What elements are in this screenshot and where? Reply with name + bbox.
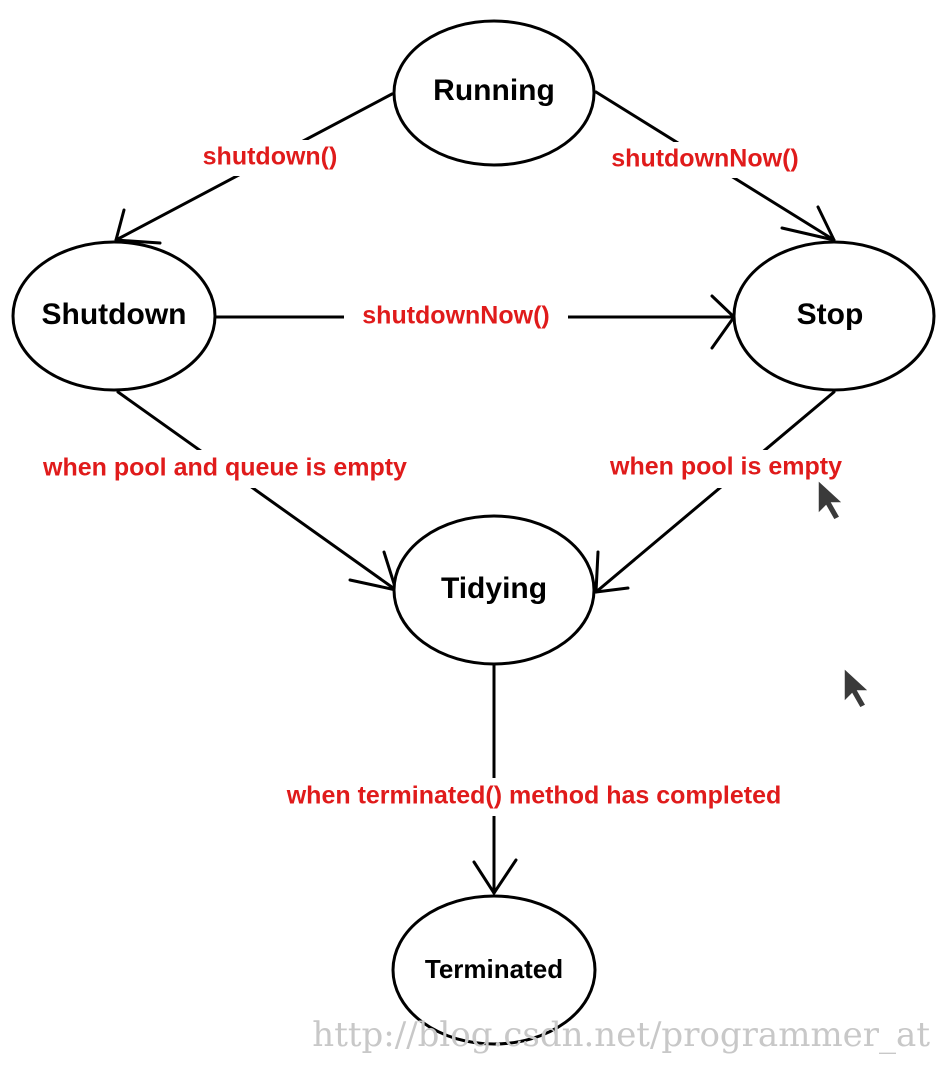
- arrowhead-icon: [710, 294, 736, 350]
- edge-label-shutdown-to-stop: shutdownNow(): [344, 298, 568, 336]
- edge-label-stop-to-tidying: when pool is empty: [592, 450, 860, 488]
- state-label: Tidying: [441, 572, 547, 605]
- edge-label: shutdown(): [203, 143, 338, 171]
- state-label: Stop: [797, 298, 864, 331]
- state-label: Terminated: [425, 954, 563, 984]
- edge-label-shutdown-to-tidying: when pool and queue is empty: [18, 450, 434, 488]
- edge-label: when pool is empty: [609, 453, 842, 481]
- state-node-shutdown: Shutdown: [11, 240, 217, 392]
- edge-label-running-to-shutdown: shutdown(): [192, 140, 352, 176]
- edge-label: shutdownNow(): [611, 145, 798, 173]
- state-label: Shutdown: [42, 298, 187, 331]
- state-label: Running: [433, 74, 555, 107]
- arrowhead-icon: [594, 550, 630, 594]
- state-node-running: Running: [392, 19, 596, 167]
- watermark-text: http://blog.csdn.net/programmer_at: [312, 1015, 930, 1055]
- edge-label: shutdownNow(): [362, 302, 549, 330]
- arrowhead-icon: [114, 208, 162, 245]
- mouse-cursor-icon: [817, 478, 845, 521]
- state-node-tidying: Tidying: [392, 514, 596, 666]
- edge-shutdown-to-tidying: [116, 390, 398, 592]
- edge-stop-to-tidying: [594, 390, 836, 594]
- state-node-terminated: Terminated: [391, 894, 597, 1046]
- arrowhead-icon: [472, 858, 518, 895]
- state-node-stop: Stop: [732, 240, 936, 392]
- mouse-cursor-icon: [843, 666, 871, 709]
- edge-label: when pool and queue is empty: [42, 454, 407, 482]
- edge-label: when terminated() method has completed: [286, 782, 782, 810]
- edge-label-running-to-stop: shutdownNow(): [596, 142, 814, 178]
- edge-label-tidying-to-terminated: when terminated() method has completed: [252, 778, 816, 816]
- arrowhead-icon: [780, 205, 836, 242]
